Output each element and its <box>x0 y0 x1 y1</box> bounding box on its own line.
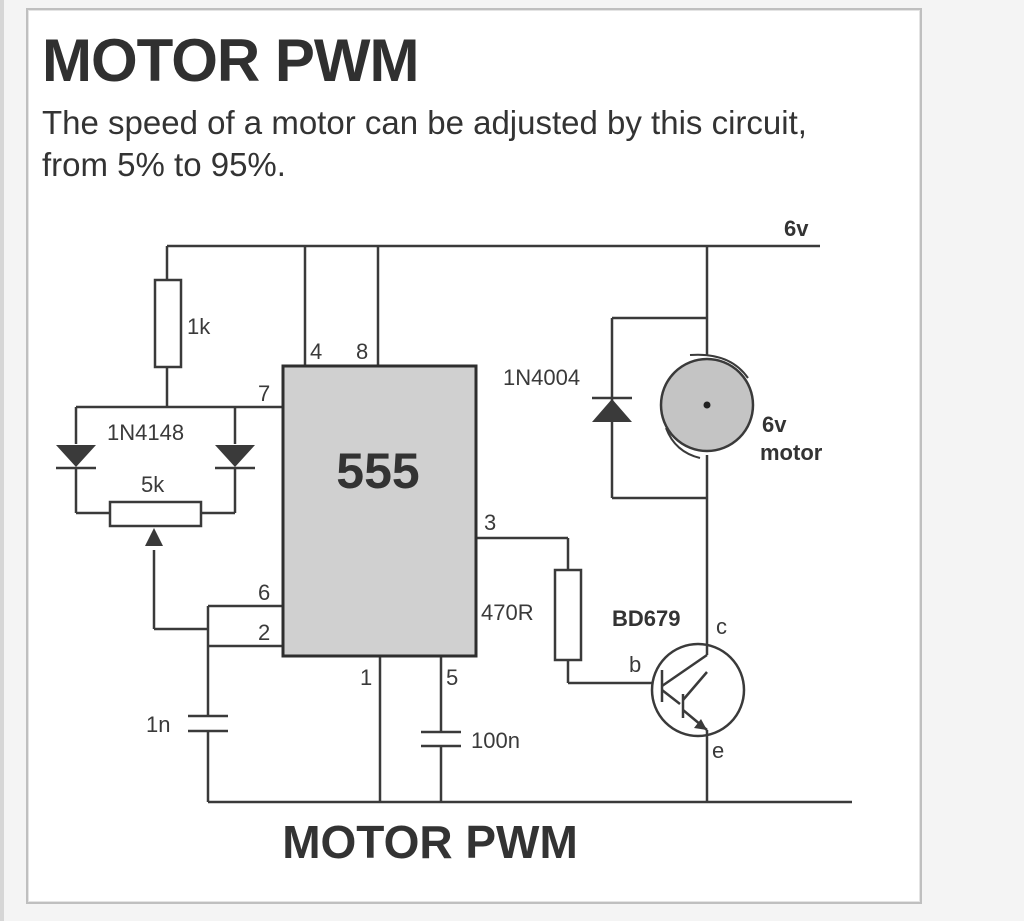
ic-555-label: 555 <box>336 443 419 499</box>
resistor-1k-label: 1k <box>187 314 211 339</box>
diode-1n4004 <box>592 396 632 422</box>
pin-6-label: 6 <box>258 580 270 605</box>
diode-1n4148-left <box>56 445 96 470</box>
motor-symbol <box>659 353 755 459</box>
wiring <box>74 244 852 804</box>
page-title: MOTOR PWM <box>42 27 420 94</box>
capacitor-1n <box>188 714 228 733</box>
diode-1n4148-label: 1N4148 <box>107 420 184 445</box>
diode-1n4148-right <box>215 445 255 470</box>
capacitor-100n <box>421 730 461 748</box>
resistor-470r <box>553 568 583 662</box>
resistor-1k <box>153 278 183 369</box>
capacitor-100n-label: 100n <box>471 728 520 753</box>
description: The speed of a motor can be adjusted by … <box>42 104 807 183</box>
pin-2-label: 2 <box>258 620 270 645</box>
page-edge <box>0 0 4 921</box>
pin-3-label: 3 <box>484 510 496 535</box>
transistor-bd679 <box>650 642 746 738</box>
motor-label: motor <box>760 440 823 465</box>
motor-voltage-label: 6v <box>762 412 787 437</box>
transistor-collector-label: c <box>716 614 727 639</box>
diode-1n4004-label: 1N4004 <box>503 365 580 390</box>
pin-4-label: 4 <box>310 339 322 364</box>
potentiometer-wiper-arrow <box>145 528 163 546</box>
resistor-470r-label: 470R <box>481 600 534 625</box>
transistor-bd679-label: BD679 <box>612 606 680 631</box>
potentiometer-5k <box>108 500 203 528</box>
diagram-caption: MOTOR PWM <box>282 816 578 868</box>
potentiometer-5k-label: 5k <box>141 472 165 497</box>
transistor-emitter-label: e <box>712 738 724 763</box>
pin-7-label: 7 <box>258 381 270 406</box>
capacitor-1n-label: 1n <box>146 712 170 737</box>
ic-555 <box>281 364 478 658</box>
supply-voltage-label: 6v <box>784 216 809 241</box>
transistor-base-label: b <box>629 652 641 677</box>
pin-8-label: 8 <box>356 339 368 364</box>
pin-5-label: 5 <box>446 665 458 690</box>
pin-1-label: 1 <box>360 665 372 690</box>
